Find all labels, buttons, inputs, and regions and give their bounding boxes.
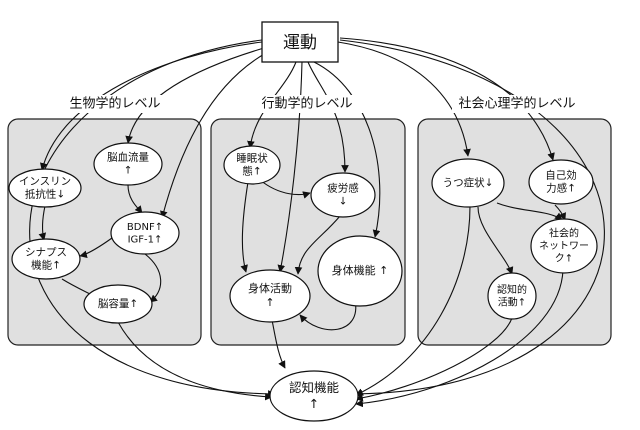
node-label-line: インスリン [19, 175, 71, 187]
node-label-line: ↑ [265, 296, 274, 309]
edge-depress-social [496, 202, 563, 221]
node-label-line: ↑ [309, 395, 319, 410]
edge-physact-cognition [271, 319, 286, 369]
edge-exercise-depress [337, 41, 471, 157]
fatigue-label: 疲労感 ↓ [327, 181, 359, 207]
edge-physfunc-physact [299, 299, 357, 331]
brainvol-node [83, 284, 153, 324]
node-label-line: BDNF↑ [127, 222, 163, 233]
edge-sleep-physact [240, 181, 249, 273]
physact-node [229, 269, 311, 323]
node-label-line: 機能↑ [31, 259, 61, 272]
node-label-line: 認知的 [497, 283, 527, 296]
bdnf-label: BDNF↑IGF-1↑ [127, 222, 163, 246]
edge-exercise-bloodflow [125, 47, 265, 144]
node-label-line: 身体活動 [248, 281, 292, 295]
edge-sleep-fatigue [259, 179, 311, 199]
bloodflow-node [93, 142, 163, 186]
synapse-node [11, 238, 81, 280]
edge-bdnf-synapse [79, 237, 113, 259]
cognition-node [269, 370, 359, 422]
behav-label-bg [243, 95, 371, 113]
edge-cogact-cognition [355, 317, 513, 402]
node-label-line: ↓ [339, 196, 348, 208]
node-label-line: ↑ [124, 165, 133, 177]
edge-fatigue-physact [294, 215, 341, 275]
cognition-label: 認知機能↑ [289, 380, 340, 411]
physfunc-node [317, 235, 403, 307]
node-label-line: 身体機能 ↑ [332, 263, 389, 277]
edge-exercise-insulin [40, 41, 263, 171]
node-label-line: 認知機能 [289, 380, 340, 395]
insulin-node [8, 168, 82, 208]
bloodflow-label: 脳血流量 ↑ [107, 150, 149, 176]
depress-label: うつ症状↓ [443, 176, 494, 189]
cogact-node [487, 272, 537, 320]
efficacy-node [528, 159, 594, 205]
node-label-line: 抵抗性↓ [25, 188, 65, 201]
behav-section-label: 行動学的レベル [261, 96, 352, 112]
node-label-line: 社会的 [549, 227, 579, 240]
node-label-line: 力感↑ [546, 182, 576, 195]
sleep-node [223, 145, 281, 185]
brainvol-label: 脳容量↑ [98, 297, 138, 310]
node-label-line: 活動↑ [498, 295, 526, 308]
exercise-node [261, 21, 339, 63]
edge-exercise-cognition-left [29, 39, 276, 398]
sleep-label: 睡眠状態↑ [236, 151, 268, 177]
node-labels: インスリン抵抗性↓ 脳血流量 ↑ BDNF↑IGF-1↑ シナプス機能↑ 脳容量↑… [19, 150, 589, 410]
synapse-label: シナプス機能↑ [25, 246, 67, 271]
psych-section-label: 社会心理学的レベル [458, 96, 575, 112]
node-label-line: 睡眠状 [236, 151, 268, 164]
node-label-line: うつ症状↓ [443, 176, 494, 189]
exercise-label: 運動 [283, 33, 317, 53]
physact-label: 身体活動↑ [248, 281, 292, 309]
edge-depress-cognition [355, 205, 471, 396]
edge-exercise-physfunc [313, 61, 381, 238]
node-label-line: 疲労感 [327, 181, 359, 194]
depress-node [431, 158, 505, 208]
node-label-line: 自己効 [545, 168, 577, 181]
edge-depress-cogact [477, 206, 514, 275]
node-label-line: シナプス [25, 246, 67, 258]
edge-insulin-synapse [38, 205, 47, 241]
edge-exercise-bdnf [160, 52, 267, 219]
node-label-line: ク↑ [555, 253, 573, 265]
node-label-line: IGF-1↑ [128, 234, 163, 245]
psych-label-bg [452, 95, 582, 113]
node-label-line: ネットワー [539, 240, 589, 252]
efficacy-label: 自己効力感↑ [545, 168, 577, 194]
cogact-label: 認知的活動↑ [497, 283, 527, 309]
social-node [530, 218, 598, 274]
bio-label-bg [48, 95, 182, 113]
bdnf-node [110, 211, 180, 255]
edge-brainvol-cognition [117, 321, 273, 401]
edge-exercise-efficacy [339, 37, 555, 161]
edge-exercise-cognition-right [339, 39, 605, 398]
edge-social-cognition [355, 269, 564, 408]
node-label-line: 脳容量↑ [98, 297, 138, 310]
node-label-line: 態↑ [242, 165, 261, 178]
bio-section-label: 生物学的レベル [69, 96, 160, 112]
edge-bdnf-brainvol [144, 253, 162, 303]
fatigue-node [310, 172, 376, 218]
physfunc-label: 身体機能 ↑ [332, 263, 389, 277]
edge-exercise-physact [277, 61, 303, 273]
social-label: 社会的ネットワーク↑ [539, 227, 589, 265]
nodes: 運動 [8, 21, 598, 422]
insulin-label: インスリン抵抗性↓ [19, 175, 71, 200]
node-label-line: 脳血流量 [107, 150, 149, 163]
